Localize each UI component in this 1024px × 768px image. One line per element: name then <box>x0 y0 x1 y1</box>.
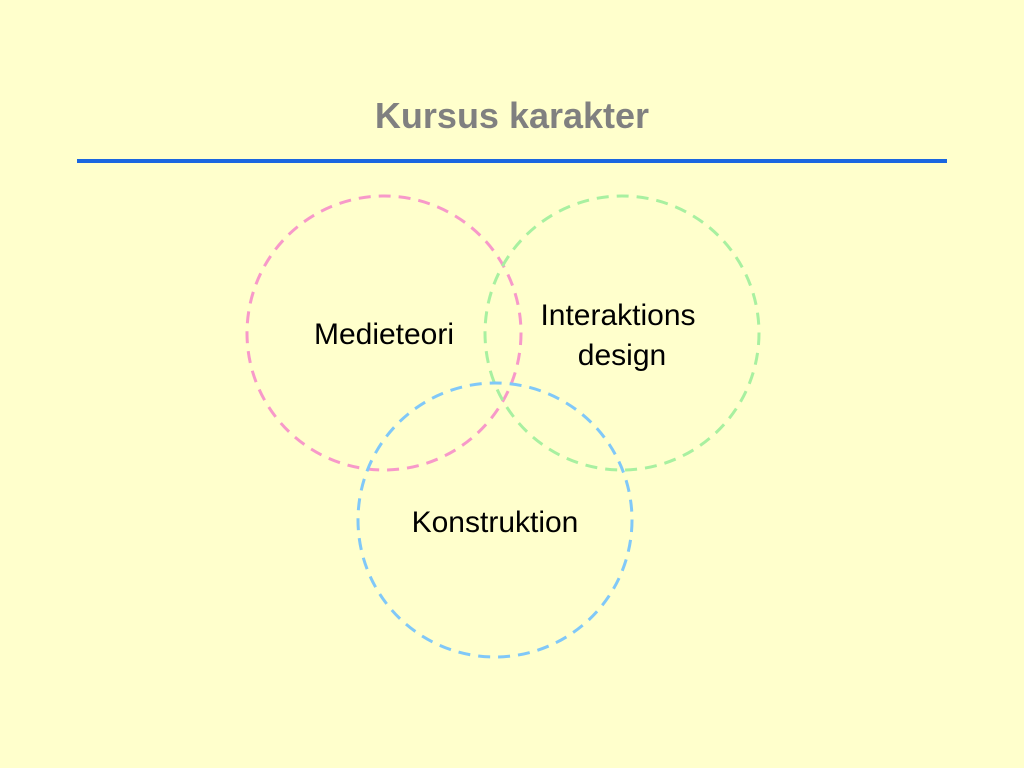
circle-interaktionsdesign <box>483 194 761 472</box>
label-interaktionsdesign-line1: Interaktions <box>540 299 695 332</box>
label-konstruktion: Konstruktion <box>412 506 579 539</box>
circle-konstruktion <box>356 381 634 659</box>
title-divider <box>77 159 947 163</box>
circle-medieteori <box>245 194 523 472</box>
slide-title: Kursus karakter <box>374 95 650 136</box>
label-medieteori: Medieteori <box>314 318 454 351</box>
label-interaktionsdesign-line2: design <box>578 339 666 372</box>
